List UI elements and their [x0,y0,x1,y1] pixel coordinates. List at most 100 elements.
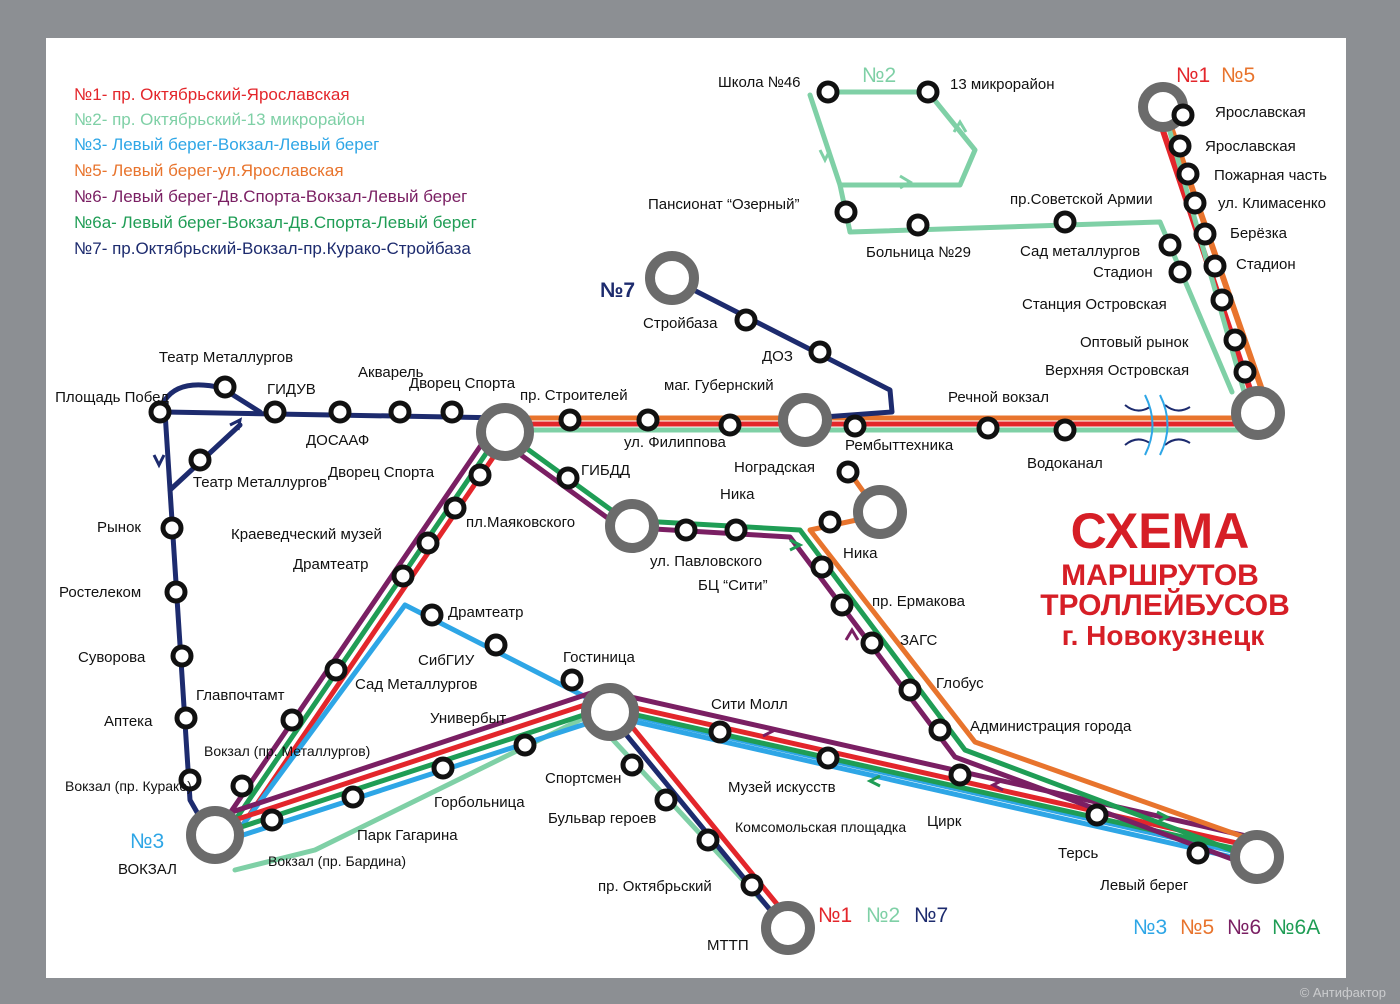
station-label[interactable]: Вокзал (пр. Металлургов) [204,743,370,759]
station-marker[interactable] [263,400,287,424]
station-label[interactable]: Дворец Спорта [328,464,435,481]
station-label[interactable]: Стадион [1093,264,1153,281]
station-marker[interactable] [164,580,188,604]
station-label[interactable]: Вокзал (пр. Бардина) [268,853,406,869]
station-marker[interactable] [928,718,952,742]
hub-stroibaza[interactable] [645,251,699,305]
station-label[interactable]: ул. Павловского [650,553,762,570]
station-marker[interactable] [898,678,922,702]
hub-gostinitsa[interactable] [581,683,639,741]
station-marker[interactable] [1053,210,1077,234]
station-label[interactable]: Школа №46 [718,74,801,91]
station-marker[interactable] [916,80,940,104]
hub-sport-palace[interactable] [476,403,534,461]
station-marker[interactable] [148,400,172,424]
station-marker[interactable] [1210,288,1234,312]
station-label[interactable]: Берёзка [1230,225,1288,242]
station-label[interactable]: Сад Металлургов [355,676,477,693]
station-label[interactable]: ЗАГС [900,632,938,649]
station-label[interactable]: МТТП [707,937,749,954]
station-marker[interactable] [830,593,854,617]
station-marker[interactable] [1168,260,1192,284]
station-label[interactable]: Рынок [97,519,141,536]
station-label[interactable]: ул. Филиппова [624,434,727,451]
hub-mayakovsky[interactable] [605,499,659,553]
station-marker[interactable] [976,416,1000,440]
station-label[interactable]: Глобус [936,675,984,692]
station-label[interactable]: Пансионат “Озерный” [648,196,799,213]
station-label[interactable]: Краеведческий музей [231,526,382,543]
station-marker[interactable] [696,828,720,852]
station-marker[interactable] [906,213,930,237]
station-label[interactable]: Ноградская [734,459,815,476]
station-marker[interactable] [556,466,580,490]
station-label[interactable]: Цирк [927,813,962,830]
station-label[interactable]: Ярославская [1205,138,1296,155]
station-label[interactable]: Пожарная часть [1214,167,1327,184]
station-label[interactable]: Ника [843,545,878,562]
station-marker[interactable] [843,414,867,438]
station-label[interactable]: Водоканал [1027,455,1103,472]
station-label[interactable]: Главпочтамт [196,687,285,704]
station-label[interactable]: БЦ “Сити” [698,577,768,594]
station-label[interactable]: Стройбаза [643,315,718,332]
station-marker[interactable] [391,564,415,588]
station-label[interactable]: Речной вокзал [948,389,1049,406]
station-label[interactable]: Драмтеатр [448,604,523,621]
station-label[interactable]: пр. Строителей [520,387,628,404]
station-marker[interactable] [341,785,365,809]
station-label[interactable]: маг. Губернский [664,377,774,394]
station-label[interactable]: ВОКЗАЛ [118,861,177,878]
station-label[interactable]: Администрация города [970,718,1132,735]
station-marker[interactable] [328,400,352,424]
station-label[interactable]: Верхняя Островская [1045,362,1189,379]
station-marker[interactable] [431,756,455,780]
station-marker[interactable] [420,603,444,627]
station-label[interactable]: Площадь Побед [55,389,169,406]
station-marker[interactable] [388,400,412,424]
station-label[interactable]: Дворец Спорта [409,375,516,392]
station-label[interactable]: СибГИУ [418,652,475,669]
station-marker[interactable] [818,510,842,534]
station-label[interactable]: ГИБДД [581,462,630,479]
station-marker[interactable] [324,658,348,682]
station-marker[interactable] [1223,328,1247,352]
hub-mttp[interactable] [761,901,815,955]
station-marker[interactable] [740,873,764,897]
station-marker[interactable] [810,555,834,579]
station-marker[interactable] [160,516,184,540]
station-label[interactable]: Аптека [104,713,153,730]
station-marker[interactable] [836,460,860,484]
station-label[interactable]: Ника [720,486,755,503]
station-marker[interactable] [1085,803,1109,827]
station-marker[interactable] [948,763,972,787]
station-marker[interactable] [816,80,840,104]
station-marker[interactable] [230,774,254,798]
station-label[interactable]: Станция Островская [1022,296,1167,313]
station-marker[interactable] [513,733,537,757]
station-label[interactable]: Вокзал (пр. Курако) [65,778,192,794]
station-label[interactable]: Комсомольская площадка [735,819,906,835]
station-marker[interactable] [440,400,464,424]
station-marker[interactable] [416,531,440,555]
station-label[interactable]: Рембыттехника [845,437,954,454]
hub-left-bank[interactable] [1230,830,1284,884]
station-marker[interactable] [1203,254,1227,278]
station-label[interactable]: ГИДУВ [267,381,316,398]
station-marker[interactable] [808,340,832,364]
station-marker[interactable] [1183,191,1207,215]
station-label[interactable]: Левый берег [1100,877,1189,894]
station-marker[interactable] [484,633,508,657]
station-marker[interactable] [816,746,840,770]
station-label[interactable]: Театр Металлургов [159,349,293,366]
station-label[interactable]: Суворова [78,649,146,666]
station-marker[interactable] [468,463,492,487]
station-marker[interactable] [1176,162,1200,186]
station-label[interactable]: Стадион [1236,256,1296,273]
station-marker[interactable] [708,720,732,744]
station-marker[interactable] [636,408,660,432]
station-marker[interactable] [178,768,202,792]
station-marker[interactable] [1168,134,1192,158]
station-marker[interactable] [834,200,858,224]
station-marker[interactable] [718,413,742,437]
